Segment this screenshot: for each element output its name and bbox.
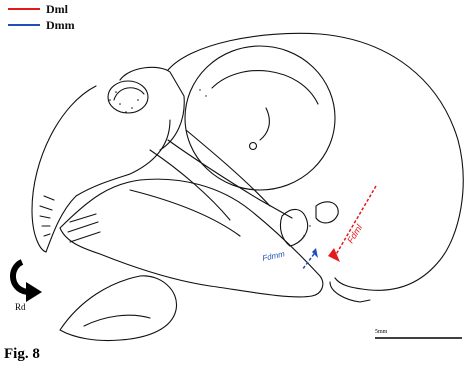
dml-muscle-line [334, 186, 376, 258]
optic-foramen [250, 143, 257, 150]
mandible-symphysis-hatch [68, 214, 100, 242]
lower-beak-tip [60, 276, 177, 341]
dml-arrow-head [328, 248, 340, 262]
orbit-inner-rim [212, 71, 318, 104]
nasal-opening [108, 81, 148, 113]
interorbital-curve [260, 108, 269, 140]
postorbital-process [316, 202, 338, 223]
beak-tomium-hatch [40, 196, 54, 236]
upper-beak [32, 86, 170, 252]
figure-number-label: Fig. 8 [4, 346, 40, 363]
dml-force-label: Fdml [345, 222, 365, 245]
scale-bar-label: 5mm [375, 329, 387, 335]
rotation-label: Rd [15, 302, 26, 312]
skull-base-outline [330, 282, 370, 302]
lower-beak-inner [84, 315, 150, 326]
frontal-ridge [120, 67, 184, 150]
dmm-force-label: Fdmm [262, 249, 286, 263]
pterygoid-line [186, 130, 270, 206]
orbit [185, 46, 335, 190]
nasal-inner [114, 88, 144, 100]
jugal-bar [168, 140, 292, 218]
legend-label-dmm: Dmm [46, 19, 75, 31]
rotation-arrow-head [26, 282, 42, 302]
legend-label-dml: Dml [46, 3, 68, 15]
